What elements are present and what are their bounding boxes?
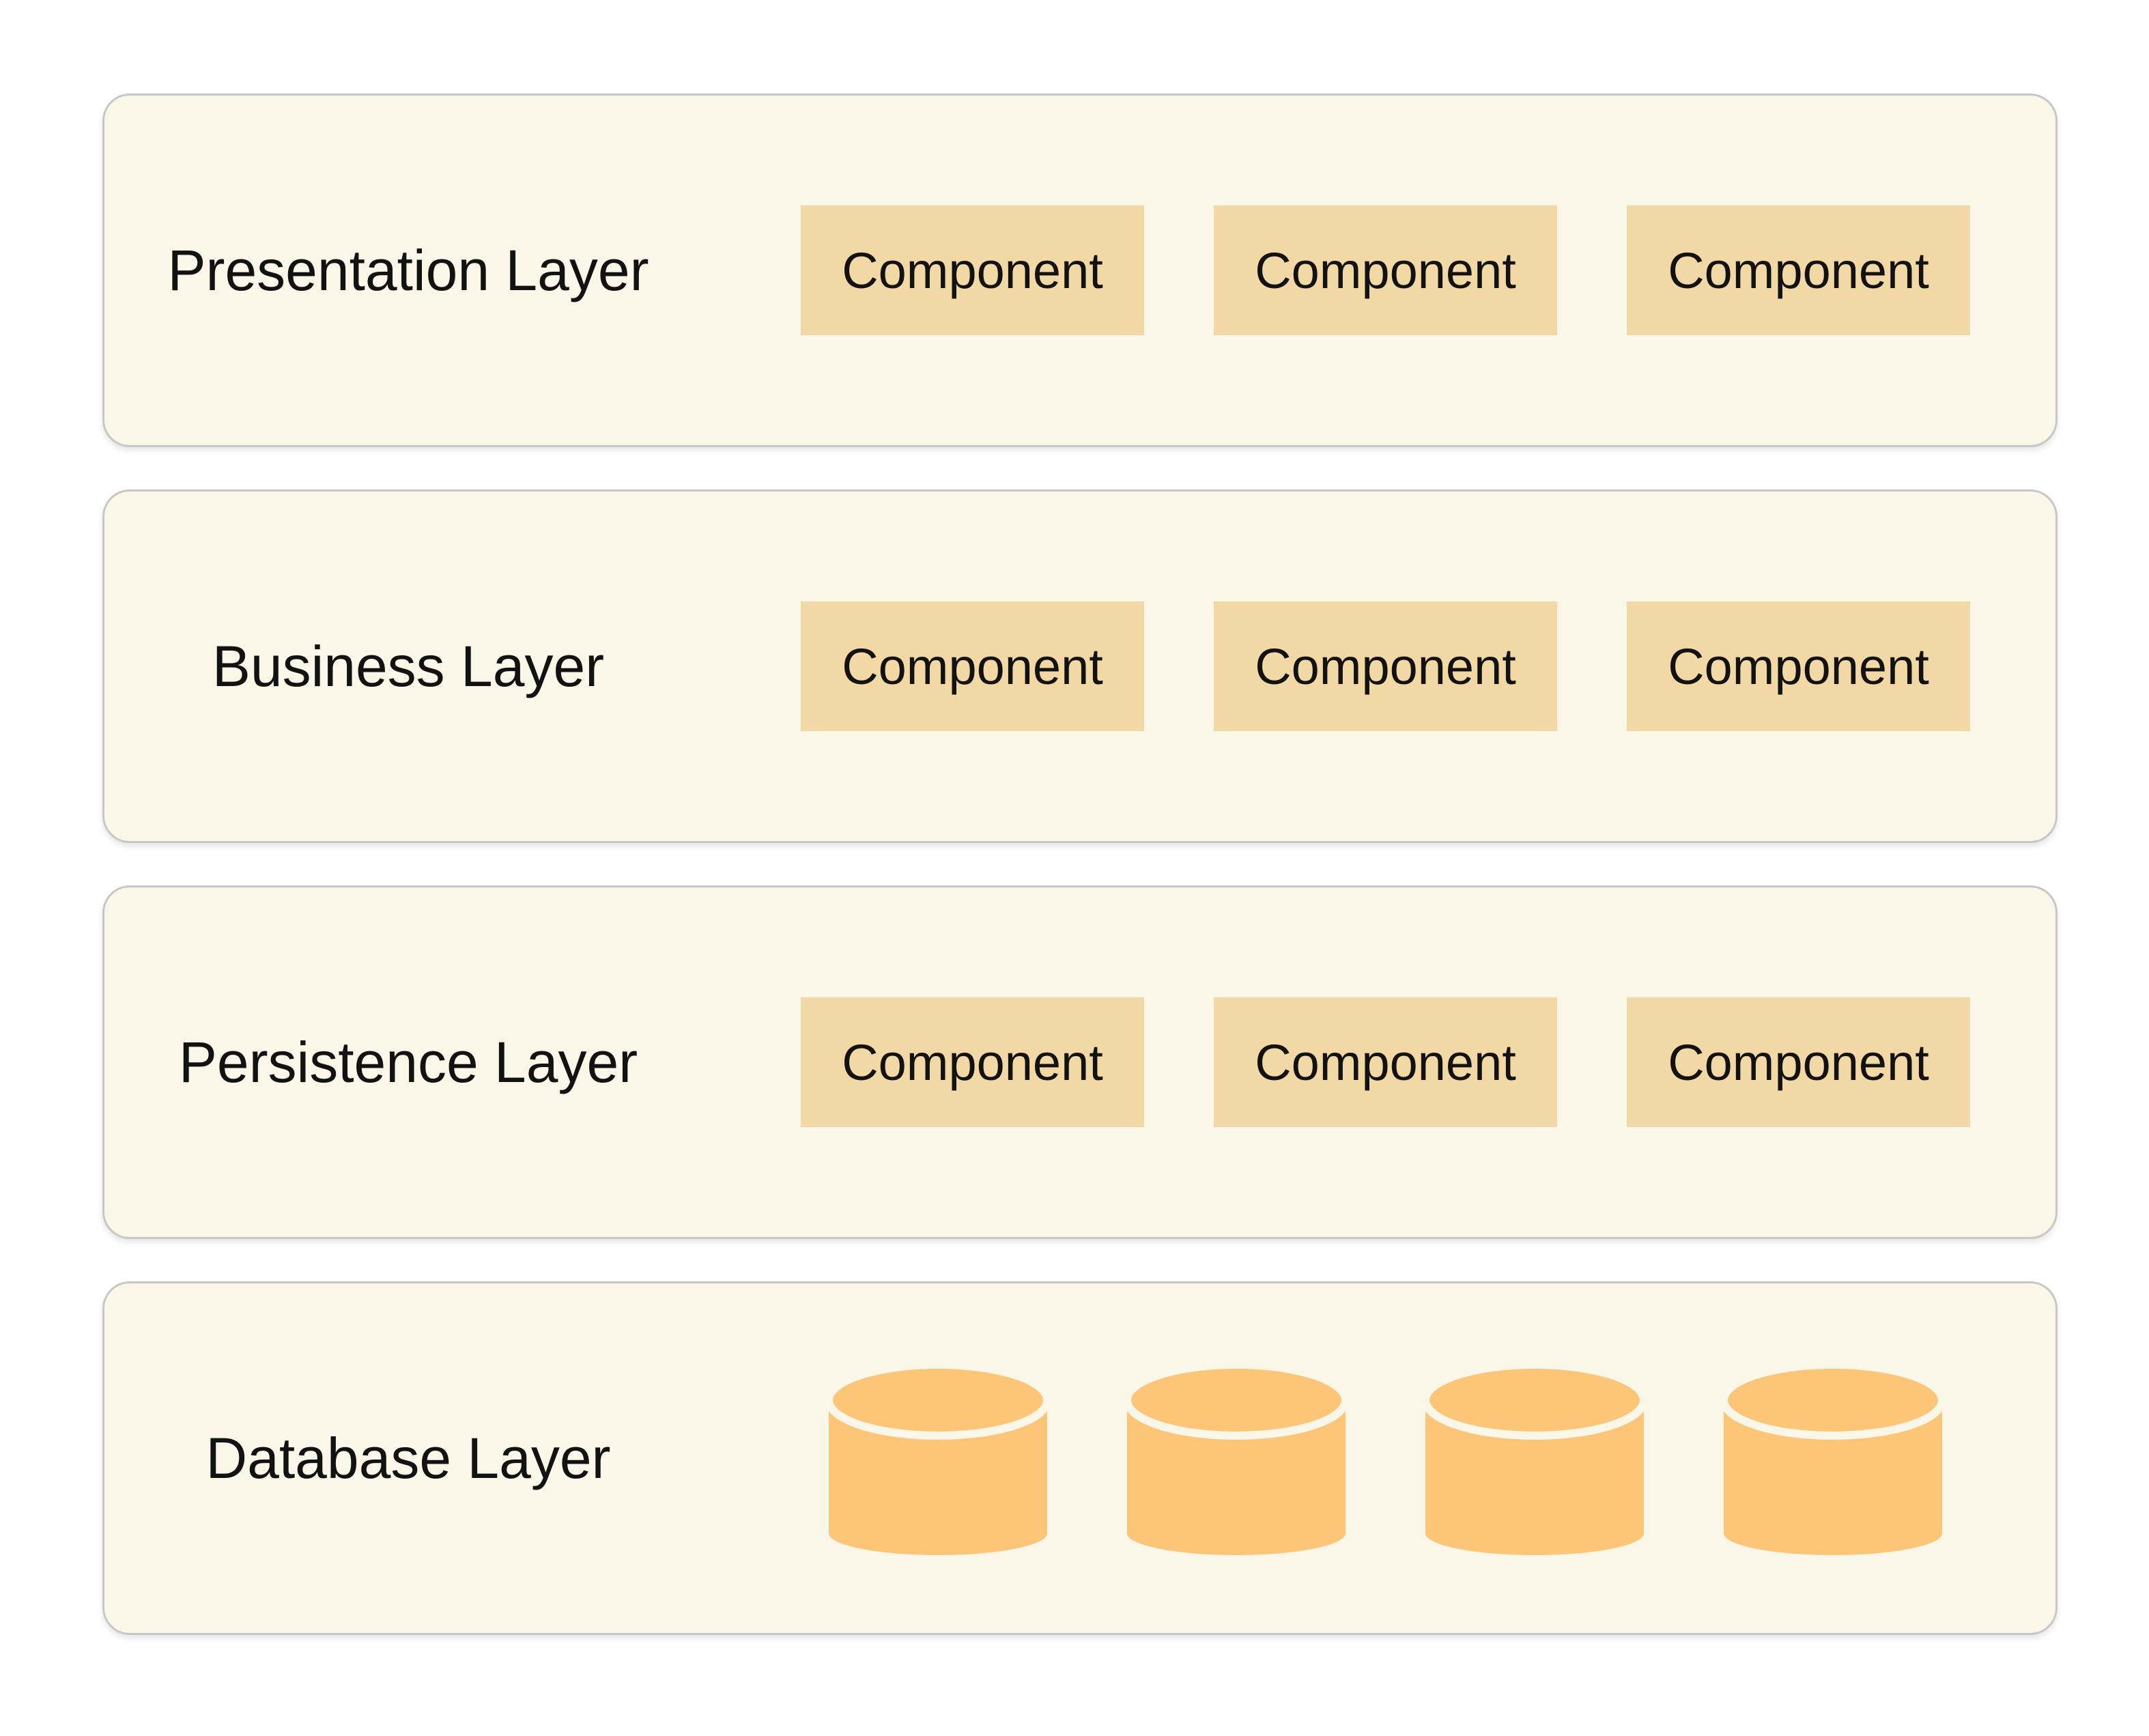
component-box: Component (801, 997, 1144, 1127)
layer-persistence: Persistence Layer Component Component Co… (102, 885, 2058, 1239)
component-box: Component (1214, 997, 1557, 1127)
component-box: Component (1214, 205, 1557, 335)
component-box: Component (801, 205, 1144, 335)
database-icon (1722, 1361, 1944, 1555)
components-row: Component Component Component (801, 96, 1970, 445)
layer-label-database: Database Layer (205, 1425, 611, 1490)
layer-label-persistence: Persistence Layer (178, 1029, 638, 1094)
components-row: Component Component Component (801, 887, 1970, 1237)
component-box: Component (1627, 997, 1970, 1127)
database-icon (1424, 1361, 1645, 1555)
layer-business: Business Layer Component Component Compo… (102, 489, 2058, 843)
layer-label-presentation: Presentation Layer (167, 238, 649, 302)
layer-presentation: Presentation Layer Component Component C… (102, 94, 2058, 447)
layer-database: Database Layer (102, 1281, 2058, 1635)
database-icon (827, 1361, 1049, 1555)
database-icon (1126, 1361, 1347, 1555)
databases-row (827, 1283, 1944, 1633)
component-box: Component (1627, 601, 1970, 731)
component-box: Component (1214, 601, 1557, 731)
layer-label-business: Business Layer (212, 634, 605, 698)
component-box: Component (1627, 205, 1970, 335)
component-box: Component (801, 601, 1144, 731)
components-row: Component Component Component (801, 492, 1970, 841)
